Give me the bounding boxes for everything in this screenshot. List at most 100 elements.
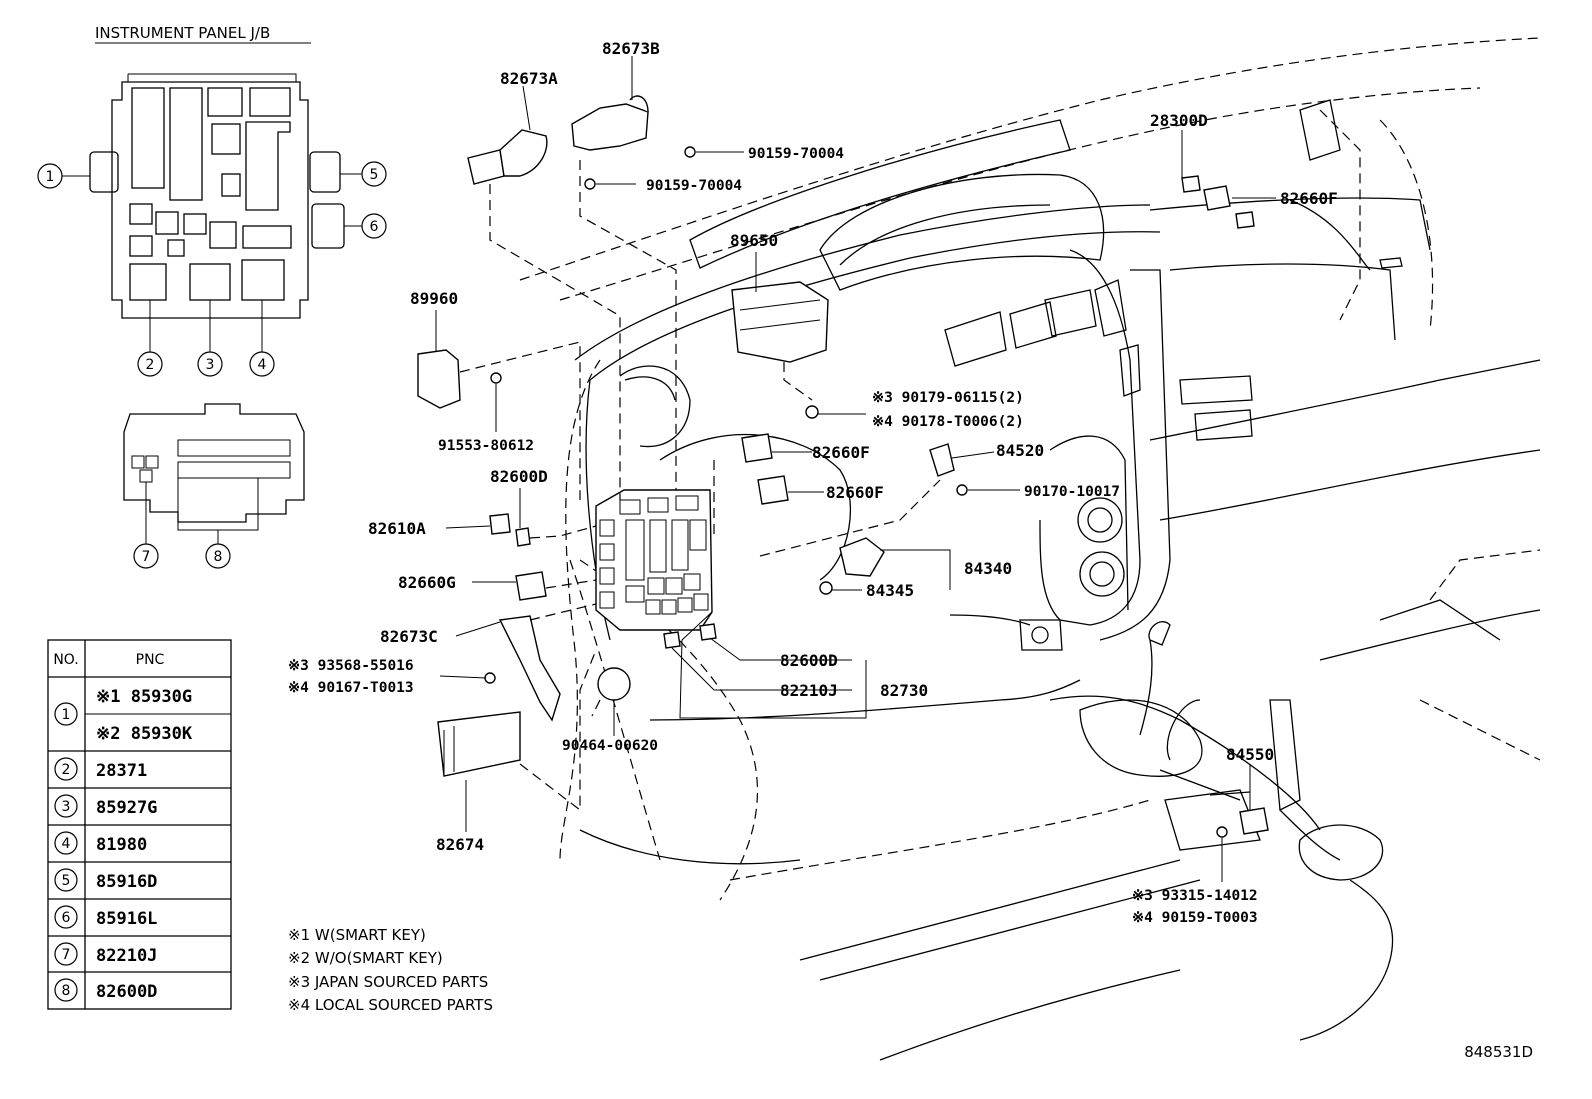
module-89960-icon <box>417 349 461 409</box>
callout-circle-7 <box>133 543 159 569</box>
footnote: ※2 W/O(SMART KEY) <box>288 949 443 967</box>
bracket-82673a-arm-icon <box>499 129 548 177</box>
table-row-pnc: ※2 85930K <box>96 724 193 744</box>
table-row-pnc: 82210J <box>96 946 157 966</box>
part-labels: 82673B 82673A 90159-70004 90159-70004 28… <box>288 39 1338 926</box>
bolt-91553-icon <box>490 372 502 384</box>
callout-number-8: 8 <box>214 549 223 565</box>
label-90167-t0013: ※4 90167-T0013 <box>288 680 414 696</box>
jb-side-view <box>123 403 305 523</box>
jb-inset: INSTRUMENT PANEL J/B <box>37 24 387 569</box>
table-row-pnc: 85916L <box>96 909 157 929</box>
callout-circle-2 <box>137 351 163 377</box>
bracket-82673a-icon <box>467 149 505 185</box>
callout-circle-4 <box>249 351 275 377</box>
label-82660f-b: 82660F <box>826 483 884 502</box>
screw-93315-icon <box>1216 826 1228 838</box>
table-row-no: 2 <box>62 762 71 778</box>
callout-circle-5 <box>361 161 387 187</box>
label-84340: 84340 <box>964 559 1012 578</box>
table-row-no: 8 <box>62 983 71 999</box>
jb-title: INSTRUMENT PANEL J/B <box>95 24 270 42</box>
table-row-pnc: 85916D <box>96 872 157 892</box>
label-82210j: 82210J <box>780 681 838 700</box>
clip-90179-icon <box>805 405 819 419</box>
dashboard-outline <box>519 37 1541 1061</box>
table-row-no: 1 <box>62 707 71 723</box>
label-82660f-a: 82660F <box>812 443 870 462</box>
sensor-84520-icon <box>929 443 955 477</box>
label-84520: 84520 <box>996 441 1044 460</box>
table-row-circle <box>54 942 78 966</box>
callout-number-2: 2 <box>146 357 155 373</box>
bracket-82673b-icon <box>571 103 649 151</box>
label-82673a: 82673A <box>500 69 558 88</box>
table-row-pnc: ※1 85930G <box>96 687 192 707</box>
table-row-circle <box>54 794 78 818</box>
label-82600d-a: 82600D <box>490 467 548 486</box>
table-row-pnc: 81980 <box>96 835 147 855</box>
bracket-82674-icon <box>437 711 521 777</box>
label-90159-70004-a: 90159-70004 <box>748 146 844 162</box>
screw-90159-a-icon <box>584 178 596 190</box>
label-82600d-b: 82600D <box>780 651 838 670</box>
assembly-guide-lines <box>459 160 941 812</box>
label-90179-06115: ※3 90179-06115(2) <box>872 390 1024 406</box>
table-row-no: 7 <box>62 947 71 963</box>
bracket-82673c-icon <box>498 615 561 722</box>
table-row-circle <box>54 868 78 892</box>
switch-84340-icon <box>839 537 885 577</box>
label-82673b: 82673B <box>602 39 660 58</box>
table-row-circle <box>54 757 78 781</box>
relay-82210j-icon <box>663 631 681 649</box>
callout-number-1: 1 <box>46 169 55 185</box>
label-84345: 84345 <box>866 581 914 600</box>
switch-84550-icon <box>1239 807 1269 835</box>
table-row-circle <box>54 978 78 1002</box>
label-90464-00620: 90464-00620 <box>562 738 658 754</box>
label-93315-14012: ※3 93315-14012 <box>1132 888 1258 904</box>
callout-number-6: 6 <box>370 219 379 235</box>
label-90170-10017: 90170-10017 <box>1024 484 1120 500</box>
callout-circle-3 <box>197 351 223 377</box>
table-row-pnc: 28371 <box>96 761 147 781</box>
jb-front-view <box>89 73 345 319</box>
label-90159-70004-b: 90159-70004 <box>646 178 742 194</box>
relay-82610a-icon <box>489 513 511 535</box>
screw-90159-b-icon <box>684 146 696 158</box>
nut-90170-icon <box>956 484 968 496</box>
table-row-circle <box>54 702 78 726</box>
table-row-no: 5 <box>62 873 71 889</box>
callout-circle-6 <box>361 213 387 239</box>
relay-82660f-top-icon <box>1203 185 1231 211</box>
relay-82660f-a-icon <box>741 433 773 463</box>
label-82660f-top: 82660F <box>1280 189 1338 208</box>
footnote: ※4 LOCAL SOURCED PARTS <box>288 996 493 1014</box>
callout-circle-1 <box>37 163 63 189</box>
relay-82600d-a-icon <box>515 527 531 547</box>
table-header-pnc: PNC <box>136 652 165 668</box>
table-row-pnc: 82600D <box>96 982 157 1002</box>
label-82674: 82674 <box>436 835 484 854</box>
label-90178-t0006: ※4 90178-T0006(2) <box>872 414 1024 430</box>
callout-circle-8 <box>205 543 231 569</box>
label-91553-80612: 91553-80612 <box>438 438 534 454</box>
screw-93568-icon <box>484 672 496 684</box>
footnote: ※3 JAPAN SOURCED PARTS <box>288 973 488 991</box>
pnc-table: NO. PNC 1 ※1 85930G ※2 85930K 2 28371 3 … <box>47 639 232 1010</box>
label-93568-55016: ※3 93568-55016 <box>288 658 414 674</box>
table-row-no: 6 <box>62 910 71 926</box>
label-89650: 89650 <box>730 231 778 250</box>
footnotes: ※1 W(SMART KEY) ※2 W/O(SMART KEY) ※3 JAP… <box>288 926 493 1014</box>
callout-number-3: 3 <box>206 357 215 373</box>
clamp-90464-icon <box>597 667 631 701</box>
table-row-no: 3 <box>62 799 71 815</box>
table-row-circle <box>54 905 78 929</box>
drawing-id: 848531D <box>1464 1043 1533 1061</box>
label-82730: 82730 <box>880 681 928 700</box>
label-89960: 89960 <box>410 289 458 308</box>
relay-82660g-icon <box>515 571 547 601</box>
label-82673c: 82673C <box>380 627 438 646</box>
label-28300d: 28300D <box>1150 111 1208 130</box>
